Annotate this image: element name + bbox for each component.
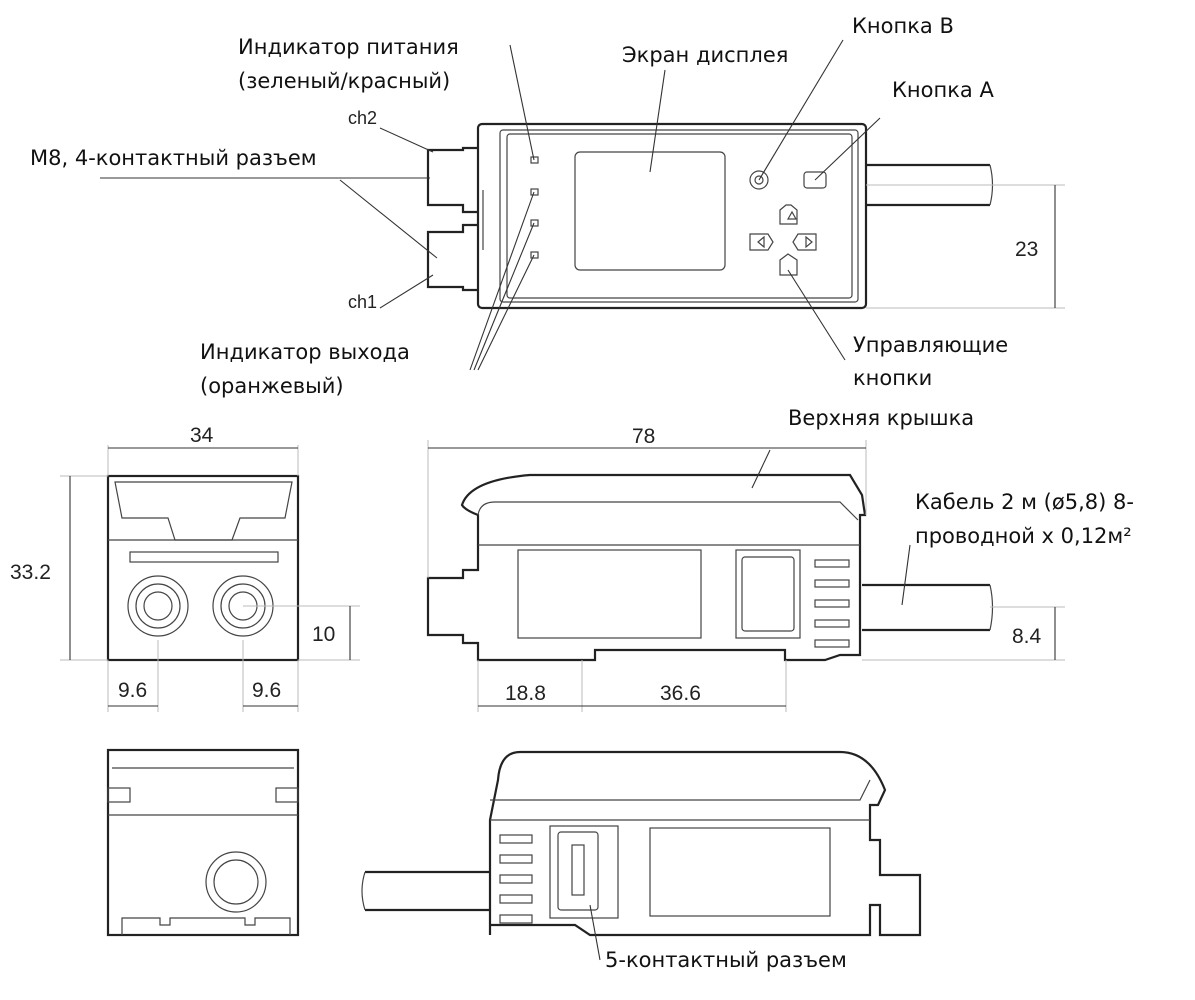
rear-view — [106, 748, 300, 937]
top-view-body — [476, 122, 868, 310]
reverse-side-body — [488, 750, 922, 937]
side-view: 78 8.4 18.8 36.6 — [426, 425, 1065, 712]
top-view-frame — [499, 129, 859, 303]
top-cover-label: Верхняя крышка — [788, 406, 974, 430]
cable — [365, 870, 490, 912]
cable-label: Кабель 2 м (ø5,8) 8- — [915, 490, 1134, 514]
button-b — [749, 170, 769, 190]
dim-height-top: 23 — [1015, 238, 1038, 261]
display-screen-label: Экран дисплея — [622, 43, 788, 67]
5pin-connector-label: 5-контактный разъем — [605, 948, 847, 972]
side-vents — [814, 559, 850, 648]
button-a — [803, 171, 827, 189]
5pin-connector — [549, 825, 619, 919]
dim-width-front: 34 — [190, 424, 214, 447]
cable — [866, 163, 990, 207]
output-indicator-label: Индикатор выхода — [200, 340, 410, 364]
left-button — [749, 233, 774, 251]
display-screen — [574, 151, 726, 271]
dim-rail-span: 36.6 — [660, 682, 701, 705]
button-a-label: Кнопка A — [892, 78, 994, 102]
m8-socket — [127, 575, 189, 637]
reverse-label-area — [649, 827, 831, 917]
front-view-body — [106, 474, 300, 662]
output-indicator-color-label: (оранжевый) — [200, 374, 344, 398]
right-button — [792, 233, 817, 251]
ch2-label: ch2 — [348, 108, 377, 128]
m8-connector-label: M8, 4-контактный разъем — [30, 146, 317, 170]
ch1-label: ch1 — [348, 292, 377, 312]
power-indicator-label: Индикатор питания — [238, 35, 459, 59]
down-button — [779, 253, 798, 276]
side-label-area — [517, 549, 702, 639]
power-indicator-led — [530, 156, 539, 164]
dim-pitch-right: 9.6 — [252, 679, 281, 702]
side-view-body — [426, 473, 867, 662]
rear-view-body — [106, 748, 300, 937]
dim-height-front: 33.2 — [10, 561, 51, 584]
reverse-side-view — [361, 750, 922, 961]
dim-length-side: 78 — [632, 425, 655, 448]
control-buttons-label: Управляющие — [853, 333, 1008, 357]
leader-lines-top — [100, 39, 881, 371]
up-button — [779, 204, 798, 225]
dim-cable-height: 8.4 — [1012, 625, 1042, 648]
dim-connector-height: 10 — [312, 623, 335, 646]
top-view: 23 — [426, 122, 1065, 310]
output-indicator-led — [530, 188, 539, 196]
output-indicator-led — [530, 219, 539, 227]
control-buttons-label-2: кнопки — [853, 366, 932, 390]
ch1-connector — [426, 223, 478, 292]
output-indicator-led — [530, 251, 539, 259]
power-indicator-color-label: (зеленый/красный) — [238, 69, 450, 93]
dim-pitch-left: 9.6 — [118, 679, 147, 702]
side-connector — [735, 549, 801, 639]
dim-rail-offset: 18.8 — [505, 682, 546, 705]
front-view: 34 33.2 10 9.6 9.6 — [10, 424, 360, 712]
m8-socket — [205, 851, 267, 913]
cable — [862, 583, 990, 632]
ch2-connector — [426, 146, 478, 214]
reverse-vents — [499, 834, 533, 924]
button-b-label: Кнопка B — [852, 14, 954, 38]
cable-label-2: проводной x 0,12м² — [915, 524, 1132, 548]
